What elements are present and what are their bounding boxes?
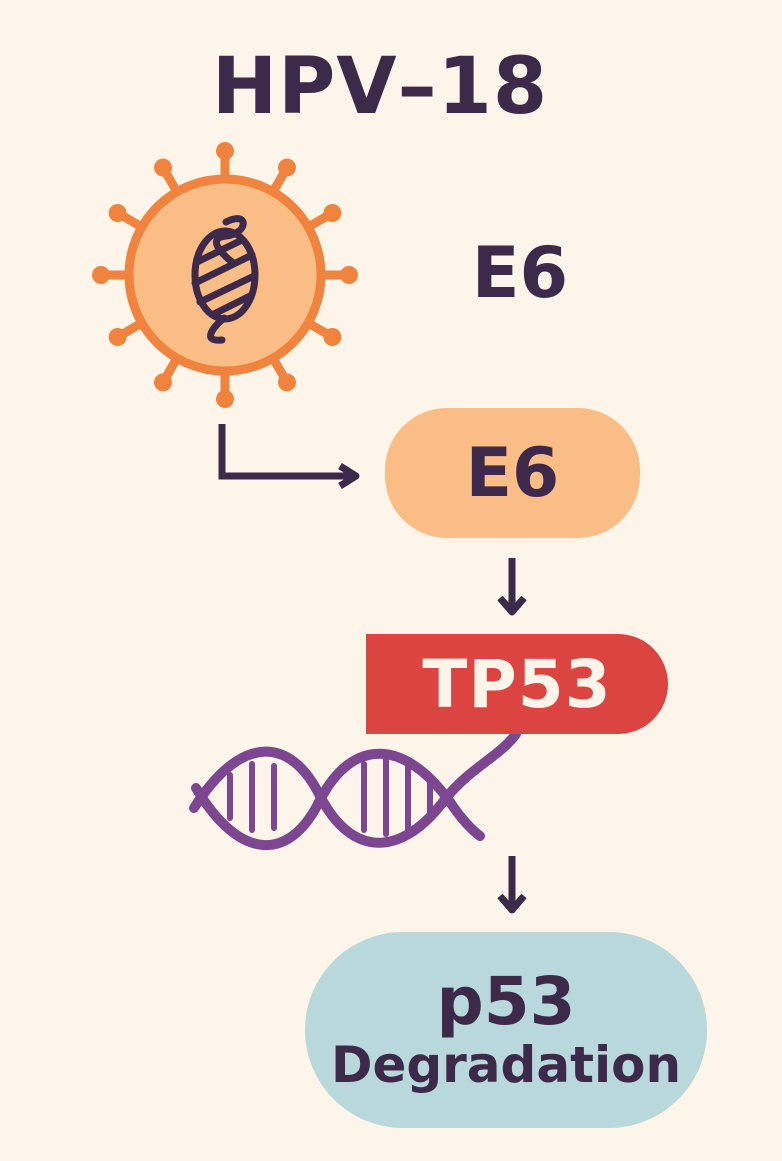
tp53-label: TP53 xyxy=(422,645,612,723)
p53-degradation-node: p53 Degradation xyxy=(305,932,707,1128)
virus-spike-tip xyxy=(323,328,342,346)
virus-spike-tip xyxy=(340,266,358,284)
virus-spike-tip xyxy=(108,204,127,222)
e6-gene-label: E6 xyxy=(471,232,569,314)
virus-icon xyxy=(92,142,358,408)
outcome-line-2: Degradation xyxy=(330,1036,682,1094)
virus-spike-tip xyxy=(278,158,296,177)
outcome-line-1: p53 xyxy=(436,963,576,1040)
virus-spike-tip xyxy=(92,266,110,284)
elbow-arrow-icon xyxy=(218,424,360,489)
virus-spike-tip xyxy=(216,390,234,408)
virus-spike-tip xyxy=(216,142,234,160)
down-arrow-icon xyxy=(497,856,527,914)
virus-spike-tip xyxy=(278,373,296,392)
e6-protein-node: E6 xyxy=(385,408,640,538)
e6-protein-label: E6 xyxy=(465,433,560,513)
virus-spike-tip xyxy=(108,328,127,346)
dna-helix-icon xyxy=(189,729,521,851)
down-arrow-icon xyxy=(497,558,527,616)
viral-dna-icon xyxy=(191,215,259,344)
virus-spike-tip xyxy=(323,204,342,222)
tp53-gene-node: TP53 xyxy=(366,634,668,734)
diagram-title: HPV–18 xyxy=(211,42,549,132)
virus-spike-tip xyxy=(154,373,172,392)
virus-spike-tip xyxy=(154,158,172,177)
